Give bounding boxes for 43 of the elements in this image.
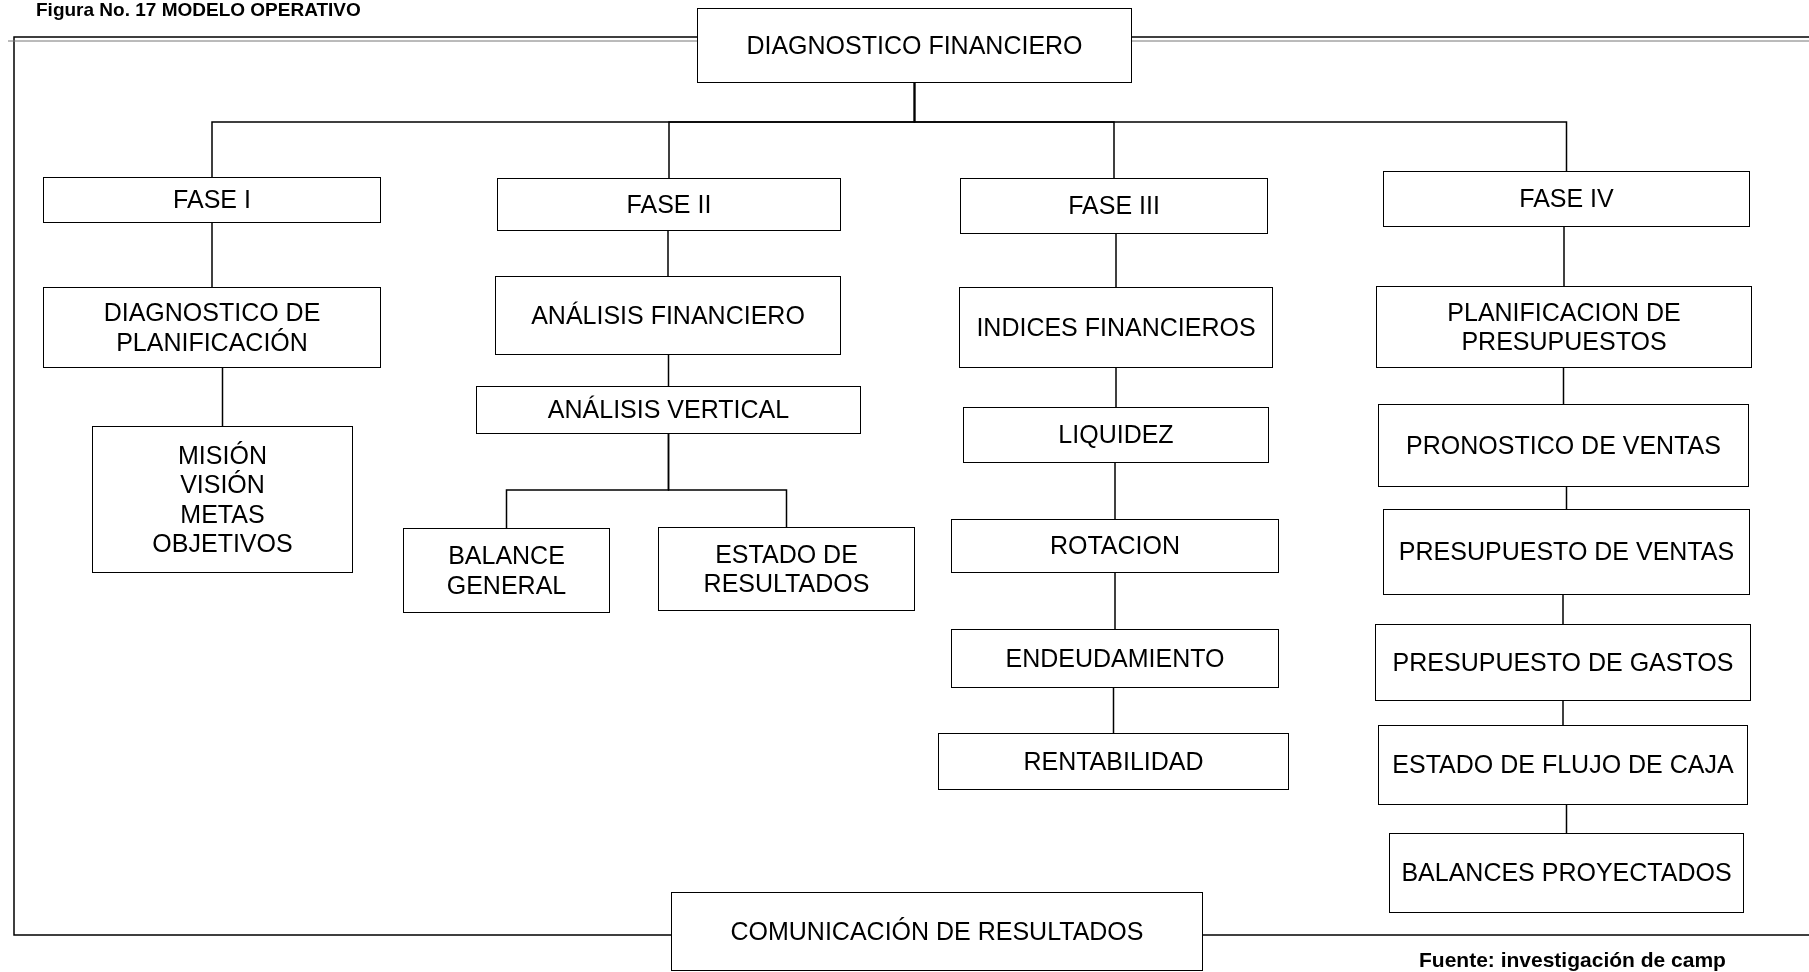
connector-line xyxy=(1562,594,1564,625)
process-box: ROTACION xyxy=(951,519,1279,573)
connector-line xyxy=(1115,233,1117,288)
process-box: MISIÓN VISIÓN METAS OBJETIVOS xyxy=(92,426,353,573)
connector-line xyxy=(221,367,224,427)
connector-line xyxy=(1565,804,1568,834)
process-box: LIQUIDEZ xyxy=(963,407,1269,463)
process-box: ESTADO DE RESULTADOS xyxy=(658,527,915,611)
connector-line xyxy=(211,222,213,288)
process-box: ENDEUDAMIENTO xyxy=(951,629,1279,688)
process-box: ANÁLISIS FINANCIERO xyxy=(495,276,841,355)
process-box: FASE III xyxy=(960,178,1268,234)
connector-line xyxy=(1562,700,1564,726)
connector-line xyxy=(1563,226,1565,287)
process-box: FASE IV xyxy=(1383,171,1750,227)
process-box: BALANCES PROYECTADOS xyxy=(1389,833,1744,913)
root-box: DIAGNOSTICO FINANCIERO xyxy=(697,8,1132,83)
connector-line xyxy=(913,82,1568,172)
connector-line xyxy=(1562,367,1565,405)
process-box: PLANIFICACION DE PRESUPUESTOS xyxy=(1376,286,1752,368)
figure-title: Figura No. 17 MODELO OPERATIVO xyxy=(36,0,361,21)
result-box: COMUNICACIÓN DE RESULTADOS xyxy=(671,892,1203,971)
process-box: PRESUPUESTO DE GASTOS xyxy=(1375,624,1751,701)
process-box: FASE II xyxy=(497,178,841,231)
connector-line xyxy=(667,354,670,387)
process-box: DIAGNOSTICO DE PLANIFICACIÓN xyxy=(43,287,381,368)
connector-line xyxy=(1112,687,1115,734)
connector-line xyxy=(1115,367,1117,408)
source-note: Fuente: investigación de camp xyxy=(1419,948,1726,972)
connector-line xyxy=(667,433,788,528)
process-box: PRESUPUESTO DE VENTAS xyxy=(1383,509,1750,595)
connector-line xyxy=(1114,462,1116,520)
process-box: FASE I xyxy=(43,177,381,223)
process-box: INDICES FINANCIEROS xyxy=(959,287,1273,368)
connector-line xyxy=(1114,572,1116,630)
process-box: PRONOSTICO DE VENTAS xyxy=(1378,404,1749,487)
connector-line xyxy=(1565,486,1568,510)
process-box: ESTADO DE FLUJO DE CAJA xyxy=(1378,725,1748,805)
process-box: BALANCE GENERAL xyxy=(403,528,610,613)
connector-line xyxy=(13,36,698,936)
process-box: RENTABILIDAD xyxy=(938,733,1289,790)
process-box: ANÁLISIS VERTICAL xyxy=(476,386,861,434)
connector-line xyxy=(667,230,669,277)
